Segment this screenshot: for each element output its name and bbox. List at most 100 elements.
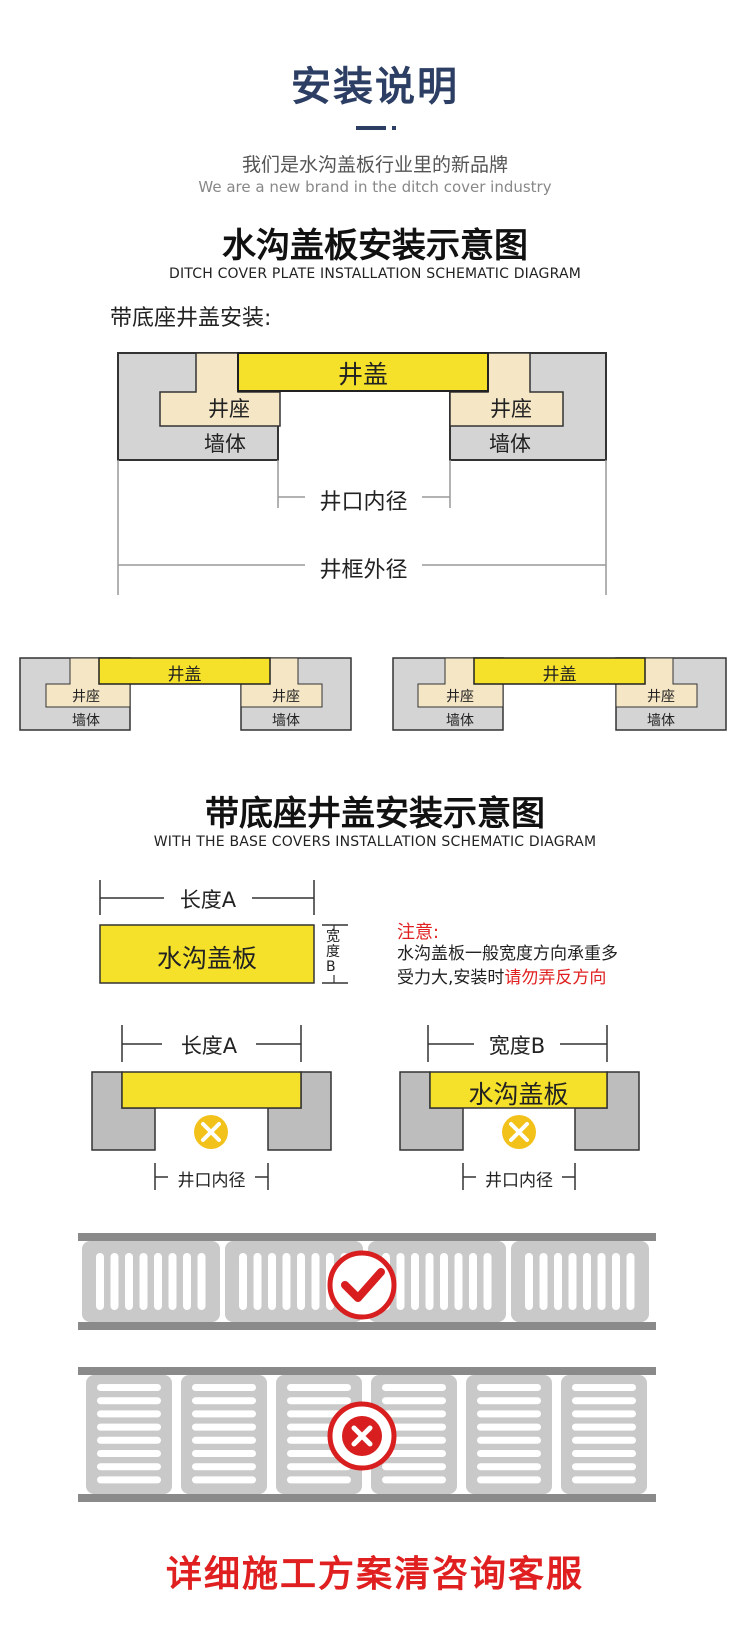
grate-slot: [626, 1253, 635, 1310]
grate-slot: [239, 1253, 247, 1310]
grate-slot: [382, 1463, 446, 1471]
section1-title: 水沟盖板安装示意图: [222, 226, 528, 266]
grate-slot: [396, 1253, 405, 1310]
grate-slot: [282, 1253, 291, 1310]
channel-diagram-length: [91, 1025, 332, 1190]
grate-slot: [192, 1410, 256, 1418]
note-title: 注意:: [397, 922, 440, 943]
grate-slot: [192, 1463, 256, 1471]
small-right-seat-label-1: 井座: [446, 689, 474, 705]
note-line-2-a: 受力大,安装时: [397, 968, 505, 988]
grate-slot: [382, 1384, 446, 1391]
grate-slot: [97, 1423, 161, 1431]
page-title: 安装说明: [291, 64, 459, 110]
grate-slot: [525, 1253, 533, 1310]
wall-label-right: 墙体: [489, 432, 531, 456]
channel-width-label: 宽度B: [488, 1034, 546, 1058]
plate-label: 水沟盖板: [156, 944, 257, 973]
check-icon: [327, 1250, 397, 1320]
grate-slot: [612, 1253, 620, 1310]
grate-panel: [86, 1375, 172, 1494]
grate-slot: [97, 1384, 161, 1391]
note-line-2: 受力大,安装时请勿弄反方向: [397, 966, 697, 990]
grate-slot: [382, 1397, 446, 1405]
grate-slot: [469, 1253, 477, 1310]
grate-slot: [572, 1384, 636, 1391]
small-right-cover-label: 井盖: [542, 665, 577, 685]
grate-panel: [181, 1375, 267, 1494]
grate-slot: [125, 1253, 133, 1310]
wall-label-left: 墙体: [204, 432, 246, 456]
grate-slot: [382, 1450, 446, 1457]
small-right-seat-label-2: 井座: [647, 689, 675, 705]
title-underline: [356, 126, 386, 130]
small-right-wall-label-2: 墙体: [647, 713, 675, 729]
grate-slot: [192, 1450, 256, 1457]
subtitle-cn: 我们是水沟盖板行业里的新品牌: [241, 154, 508, 176]
small-left-cover-label: 井盖: [167, 665, 202, 685]
grate-slot: [139, 1253, 148, 1310]
grate-slot: [572, 1463, 636, 1471]
grate-slot: [583, 1253, 591, 1310]
grate-slot: [97, 1397, 161, 1405]
grate-slot: [483, 1253, 492, 1310]
grate-slot: [192, 1423, 256, 1431]
grate-slot: [477, 1397, 541, 1405]
cover-plate: [237, 352, 489, 392]
small-left-wall-label-1: 墙体: [72, 713, 100, 729]
small-left-seat-label-2: 井座: [272, 689, 300, 705]
channel-diagram-width: [399, 1025, 640, 1190]
grate-slot: [382, 1476, 446, 1484]
grate-slot: [311, 1253, 320, 1310]
small-right-wall-label-1: 墙体: [446, 713, 474, 729]
grate-slot: [154, 1253, 162, 1310]
grate-slot: [477, 1436, 541, 1444]
channel-plate-label: 水沟盖板: [468, 1080, 569, 1109]
width-b-vertical-label: 宽度B: [326, 930, 344, 975]
grate-slot: [477, 1410, 541, 1418]
length-a-label: 长度A: [179, 888, 237, 912]
grate-correct: [78, 1233, 656, 1330]
grate-slot: [539, 1253, 548, 1310]
grate-slot: [168, 1253, 177, 1310]
grate-slot: [96, 1253, 104, 1310]
grate-slot: [454, 1253, 463, 1310]
grate-slot: [192, 1397, 256, 1405]
inner-diameter-label: 井口内径: [319, 490, 408, 515]
small-diagram-left: [19, 657, 352, 731]
grate-slot: [183, 1253, 191, 1310]
section2-title: 带底座井盖安装示意图: [205, 794, 545, 834]
grate-slot: [287, 1384, 351, 1391]
grate-panel: [561, 1375, 647, 1494]
grate-slot: [382, 1410, 446, 1418]
title-underline-dot: [392, 126, 396, 130]
grate-slot: [411, 1253, 419, 1310]
grate-slot: [287, 1476, 351, 1484]
channel-inner-label-left: 井口内径: [177, 1171, 246, 1191]
small-left-seat-label-1: 井座: [72, 689, 100, 705]
grate-slot: [287, 1397, 351, 1405]
grate-slot: [287, 1463, 351, 1471]
grate-slot: [192, 1436, 256, 1444]
small-left-wall-label-2: 墙体: [272, 713, 300, 729]
grate-slot: [253, 1253, 262, 1310]
note-warning: 请勿弄反方向: [504, 968, 607, 988]
grate-slot: [477, 1450, 541, 1457]
grate-slot: [572, 1410, 636, 1418]
section1-title-en: DITCH COVER PLATE INSTALLATION SCHEMATIC…: [168, 266, 582, 282]
cover-label: 井盖: [337, 360, 388, 389]
grate-slot: [110, 1253, 119, 1310]
grate-slot: [97, 1450, 161, 1457]
grate-slot: [192, 1384, 256, 1391]
grate-slot: [568, 1253, 577, 1310]
seat-label-right: 井座: [490, 397, 532, 421]
grate-slot: [97, 1463, 161, 1471]
grate-slot: [572, 1450, 636, 1457]
outer-diameter-label: 井框外径: [319, 558, 408, 583]
channel-inner-label-right: 井口内径: [485, 1171, 553, 1191]
grate-slot: [572, 1423, 636, 1431]
grate-wrong: [78, 1367, 656, 1502]
footer-cta: 详细施工方案清咨询客服: [165, 1554, 584, 1595]
grate-slot: [382, 1436, 446, 1444]
grate-slot: [572, 1397, 636, 1405]
